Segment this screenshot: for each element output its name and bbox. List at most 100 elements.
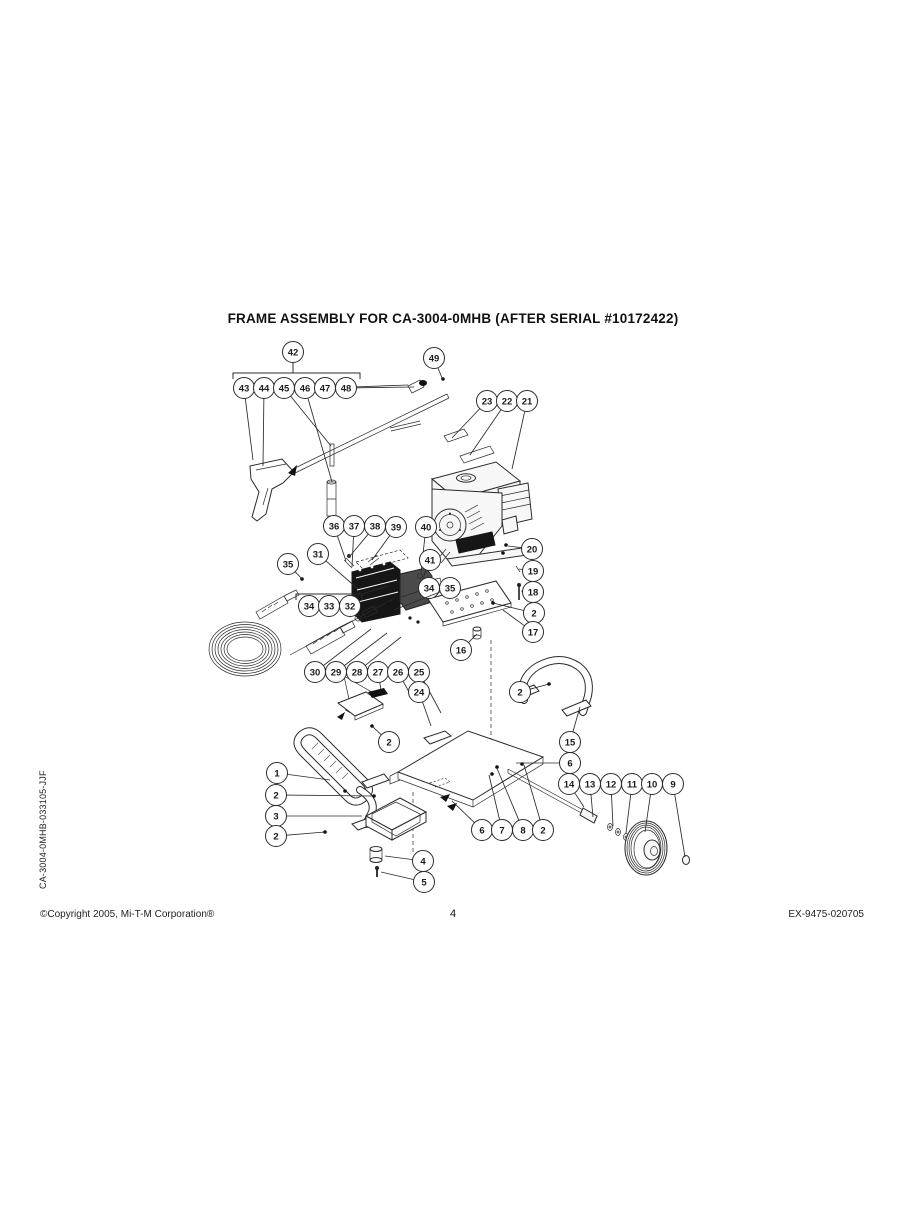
callout-leader xyxy=(286,831,326,836)
callout-number: 11 xyxy=(627,779,638,790)
callout-leader xyxy=(488,774,500,820)
callout-balloon xyxy=(335,377,357,399)
callout-number: 25 xyxy=(414,667,425,678)
callout-leader xyxy=(325,560,359,590)
callout-leader xyxy=(371,535,391,561)
callout-number: 17 xyxy=(528,627,539,638)
callout-leader xyxy=(356,386,415,389)
fastener-dot xyxy=(547,682,551,686)
callout-leader xyxy=(287,773,331,781)
callout-number: 3 xyxy=(273,811,278,822)
fastener-dot xyxy=(504,543,508,547)
callout-leader xyxy=(323,628,372,666)
base-plate-drawing xyxy=(389,730,545,852)
callout-leader xyxy=(502,609,525,627)
callout-leader xyxy=(625,794,632,834)
callout-leader xyxy=(451,800,475,824)
callout-leader xyxy=(451,408,481,439)
callout-number: 14 xyxy=(564,779,575,790)
nozzle-parts-drawing xyxy=(326,379,427,517)
callout-leader xyxy=(492,602,524,611)
callout-number: 26 xyxy=(393,667,404,678)
callout-number: 12 xyxy=(606,779,617,790)
callout-leader xyxy=(469,409,502,456)
callout-leader xyxy=(344,632,388,666)
callout-number: 38 xyxy=(370,521,381,532)
callout-number: 32 xyxy=(345,601,356,612)
callout-balloon xyxy=(378,731,400,753)
callout-number: 9 xyxy=(670,779,675,790)
fastener-dot xyxy=(386,602,390,606)
callout-balloon xyxy=(662,773,684,795)
callout-leader xyxy=(400,590,420,598)
bracket-leader xyxy=(361,585,389,595)
fastener-dot xyxy=(323,830,327,834)
fastener-dot xyxy=(343,789,347,793)
spray-gun-drawing xyxy=(249,458,295,522)
u-bracket-drawing xyxy=(364,797,428,877)
callout-leader xyxy=(611,794,614,827)
document-code: EX-9475-020705 xyxy=(788,909,864,920)
callout-leader xyxy=(337,535,347,562)
handle-drawing xyxy=(293,705,390,831)
callout-number: 29 xyxy=(331,667,342,678)
callout-number: 2 xyxy=(273,831,278,842)
guard-plate-drawing xyxy=(336,675,388,721)
callout-number: 37 xyxy=(349,521,360,532)
callout-number: 22 xyxy=(502,396,513,407)
callout-number: 1 xyxy=(274,768,280,779)
callout-leader xyxy=(384,855,413,861)
callout-leader xyxy=(393,591,441,611)
fastener-dot xyxy=(520,762,524,766)
callout-number: 39 xyxy=(391,522,402,533)
callout-balloon xyxy=(307,543,329,565)
callout-number: 49 xyxy=(429,353,440,364)
engine-mount-plate-drawing xyxy=(427,580,512,745)
callout-bracket xyxy=(232,372,361,379)
callout-leader xyxy=(507,545,522,549)
pump-drawing xyxy=(343,549,458,624)
callout-number: 33 xyxy=(324,601,335,612)
callout-number: 27 xyxy=(373,667,384,678)
callout-number: 7 xyxy=(499,825,504,836)
fastener-dot xyxy=(490,772,494,776)
callout-leader xyxy=(674,794,686,858)
callout-balloon xyxy=(339,595,361,617)
fastener-dot xyxy=(370,724,374,728)
callout-leader xyxy=(351,536,354,568)
callout-leader xyxy=(518,568,523,570)
callout-number: 41 xyxy=(425,555,436,566)
callout-number: 2 xyxy=(517,687,522,698)
callout-balloon xyxy=(521,538,543,560)
callout-balloon xyxy=(413,871,435,893)
callout-number: 48 xyxy=(341,383,352,394)
callout-leader xyxy=(437,367,443,379)
callout-leader xyxy=(380,871,414,881)
callout-number: 6 xyxy=(479,825,484,836)
callout-leader xyxy=(511,411,526,470)
callout-number: 18 xyxy=(528,587,539,598)
callout-number: 40 xyxy=(421,522,432,533)
page-title: FRAME ASSEMBLY FOR CA-3004-0MHB (AFTER S… xyxy=(227,311,679,326)
callout-number: 35 xyxy=(283,559,294,570)
callout-leader xyxy=(286,794,375,797)
callout-leader xyxy=(364,636,402,666)
fastener-dot xyxy=(501,551,505,555)
callout-number: 16 xyxy=(456,645,467,656)
callout-number: 36 xyxy=(329,521,340,532)
callout-balloon xyxy=(266,762,288,784)
callout-leader xyxy=(574,792,585,808)
callout-number: 21 xyxy=(522,396,533,407)
callout-balloon xyxy=(509,681,531,703)
fastener-dot xyxy=(491,601,495,605)
fastener-dot xyxy=(300,577,304,581)
callout-balloon xyxy=(450,639,472,661)
callout-leader xyxy=(644,794,651,833)
callout-number: 35 xyxy=(445,583,456,594)
callout-number: 15 xyxy=(565,737,576,748)
axle-wheel-drawing xyxy=(507,768,690,876)
callout-number: 46 xyxy=(300,383,311,394)
callout-balloon xyxy=(408,681,430,703)
callout-number: 28 xyxy=(352,667,363,678)
